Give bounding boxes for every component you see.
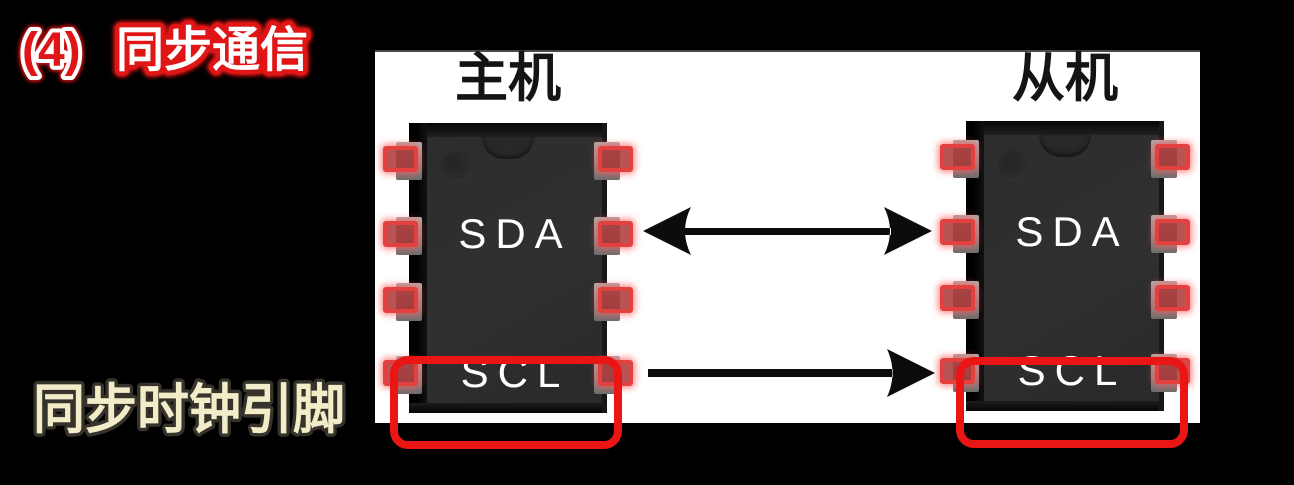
chip-right-edge (602, 123, 607, 413)
pin-highlight (598, 221, 633, 247)
pin-highlight (383, 146, 418, 172)
chip-pin1-dimple-icon (441, 151, 471, 183)
pin (1142, 215, 1190, 253)
title-main-text: 同步通信 (116, 24, 308, 77)
pin-highlight (1155, 144, 1190, 170)
chip-right-edge (1159, 121, 1164, 411)
slave-scl-pin-label: SCL (1017, 347, 1127, 394)
chip-bottom-edge (966, 401, 1164, 411)
pin-highlight (940, 219, 975, 245)
master-chip-title: 主机 (455, 49, 561, 108)
title-number-text: (4) (22, 24, 81, 77)
slave-chip-title: 从机 (1012, 49, 1118, 108)
scl-highlight-box-slave (956, 357, 1188, 448)
pin (383, 217, 431, 255)
pin (1142, 140, 1190, 178)
pin (383, 283, 431, 321)
pin (383, 142, 431, 180)
pin (585, 217, 633, 255)
pin (585, 283, 633, 321)
master-sda-pin-label: SDA (458, 210, 572, 257)
scl-highlight-box-master (390, 356, 622, 449)
slide-title: (4) 同步通信 (18, 20, 313, 82)
chip-left-edge (409, 123, 427, 413)
chip-pin1-dimple-icon (998, 149, 1028, 181)
chip-left-edge (966, 121, 984, 411)
chip-notch-icon (482, 137, 534, 159)
svg-text:(4) 同步通信: (4) 同步通信 (22, 24, 308, 77)
pin-highlight (1155, 219, 1190, 245)
chip-top-edge (409, 123, 607, 137)
pin (940, 215, 988, 253)
pin (585, 142, 633, 180)
pin-highlight (383, 287, 418, 313)
pin-highlight (598, 146, 633, 172)
pin (940, 281, 988, 319)
master-chip: SDA SCL (383, 123, 633, 413)
chip-bottom-edge (409, 403, 607, 413)
chip-notch-icon (1039, 135, 1091, 157)
slide-caption: 同步时钟引脚 (30, 377, 349, 444)
pin-highlight (940, 144, 975, 170)
slave-sda-pin-label: SDA (1015, 208, 1129, 255)
chip-top-edge (966, 121, 1164, 135)
pin-highlight (383, 221, 418, 247)
caption-text: 同步时钟引脚 (33, 380, 345, 440)
pin (1142, 281, 1190, 319)
pin-highlight (940, 285, 975, 311)
pin-highlight (598, 287, 633, 313)
pin-highlight (1155, 285, 1190, 311)
pin (940, 140, 988, 178)
